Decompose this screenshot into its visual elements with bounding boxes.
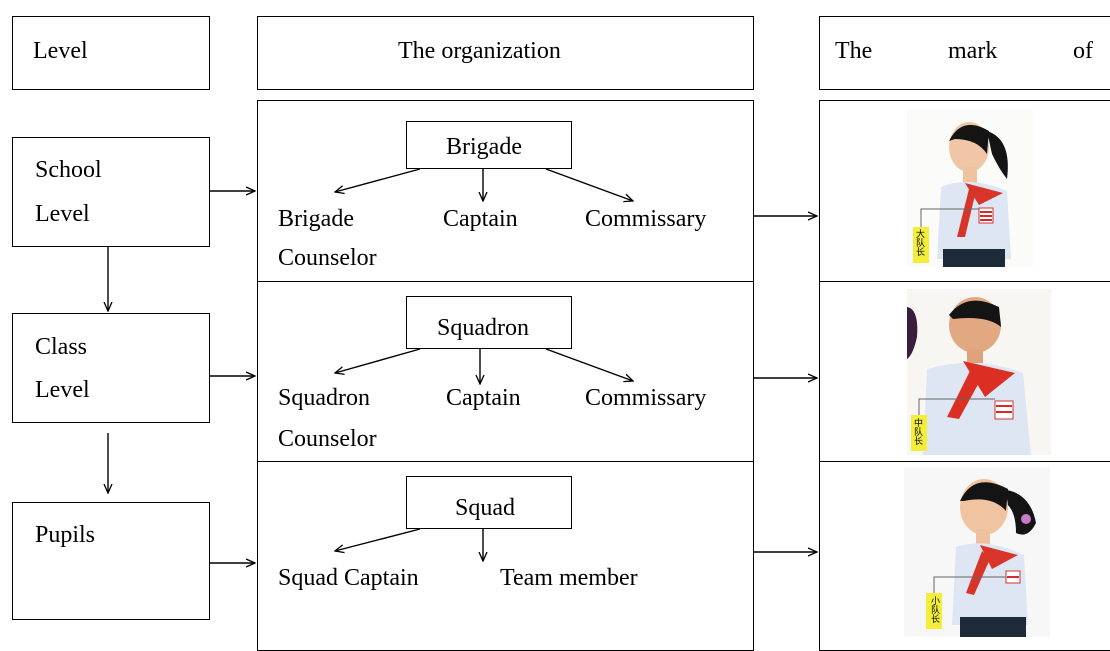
level-box-pupils	[12, 502, 210, 620]
org-top-squad: Squad	[455, 495, 515, 521]
org-top-brigade: Brigade	[446, 134, 522, 160]
photo-squadron-captain	[907, 289, 1051, 455]
level-header: Level	[33, 38, 88, 64]
mark-header-box	[819, 16, 1110, 90]
level-school-line2: Level	[35, 201, 90, 227]
level-box-school	[12, 137, 210, 247]
organization-header: The organization	[398, 38, 561, 64]
level-pupils-line1: Pupils	[35, 522, 96, 548]
brigade-commissary: Commissary	[585, 206, 707, 232]
connector-arrows	[0, 168, 1110, 637]
org-top-squadron: Squadron	[437, 315, 529, 341]
brigade-counselor-line2: Counselor	[278, 245, 377, 271]
badge-squad: 小队长	[929, 596, 939, 623]
mark-header-word3: of	[1073, 38, 1093, 64]
squadron-counselor-line2: Counselor	[278, 426, 377, 452]
squad-captain: Squad Captain	[278, 565, 419, 591]
photo-brigade-captain	[907, 109, 1033, 267]
brigade-counselor-line1: Brigade	[278, 206, 354, 232]
squadron-counselor-line1: Squadron	[278, 385, 370, 411]
squadron-commissary: Commissary	[585, 385, 707, 411]
level-class-line1: Class	[35, 334, 88, 360]
org-top-box-brigade	[406, 121, 572, 169]
badge-squadron: 中队长	[912, 418, 922, 445]
level-box-class	[12, 313, 210, 423]
level-header-box	[12, 16, 210, 90]
squad-team-member: Team member	[500, 565, 638, 591]
mark-header-word1: The	[835, 38, 873, 64]
badge-brigade: 大队长	[914, 229, 924, 256]
org-top-box-squadron	[406, 296, 572, 349]
brigade-captain: Captain	[443, 206, 518, 232]
organization-header-box	[257, 16, 754, 90]
level-class-line2: Level	[35, 377, 90, 403]
level-school-line1: School	[35, 157, 102, 183]
photo-squad-captain	[904, 467, 1050, 637]
mark-header-word2: mark	[948, 38, 998, 64]
squadron-captain: Captain	[446, 385, 521, 411]
org-top-box-squad	[406, 476, 572, 529]
